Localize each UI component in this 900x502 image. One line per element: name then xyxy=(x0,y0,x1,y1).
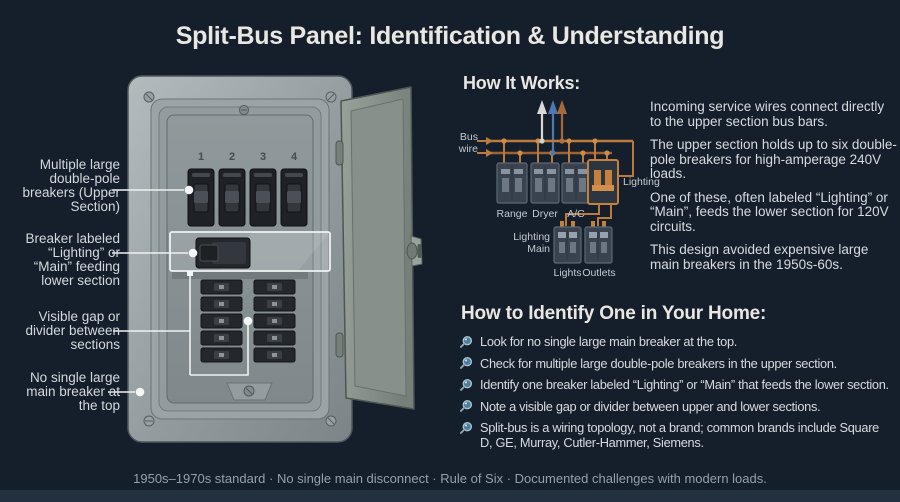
how-it-works-paragraph: The upper section holds up to six double… xyxy=(650,137,897,181)
lighting-main-label: Lighting Main xyxy=(513,231,550,255)
identify-bullet-text: Check for multiple large double-pole bre… xyxy=(480,355,837,371)
diagram-breaker-lighting xyxy=(587,159,619,205)
footer-note: 1950s–1970s standard · No single main di… xyxy=(133,471,767,486)
identify-bullet-list: Look for no single large main breaker at… xyxy=(459,334,899,457)
ac-label: A/C xyxy=(567,208,585,220)
panel-illustration xyxy=(127,75,423,443)
identify-bullet-text: Look for no single large main breaker at… xyxy=(480,334,738,349)
diagram-upper-breakers xyxy=(496,159,619,205)
callout-lines xyxy=(108,185,253,397)
section-divider xyxy=(172,272,308,279)
callout-no-main-label: No single large main breaker at the top xyxy=(26,370,120,413)
how-it-works-paragraph: This design avoided expensive large main… xyxy=(650,242,869,272)
diagram-breaker-range xyxy=(496,162,528,204)
lighting-label: Lighting xyxy=(623,176,660,188)
magnifier-icon xyxy=(459,421,473,434)
diagram-breaker-outlets xyxy=(584,226,613,264)
breaker-number-2: 2 xyxy=(228,151,236,163)
breaker-number-3: 3 xyxy=(259,151,267,163)
lower-breakers xyxy=(200,279,296,363)
diagram-breaker-lights xyxy=(553,226,582,264)
diagram-breaker-dryer xyxy=(530,162,560,204)
feed-wires xyxy=(565,204,612,226)
how-it-works-paragraph: One of these, often labeled “Lighting” o… xyxy=(650,189,889,234)
magnifier-icon xyxy=(459,335,473,348)
callout-lighting-breaker-label: Breaker labeled “Lighting” or “Main” fee… xyxy=(25,231,120,288)
screw-icon xyxy=(243,385,255,397)
page-title: Split-Bus Panel: Identification & Unders… xyxy=(175,22,725,50)
breaker-number-1: 1 xyxy=(197,151,205,163)
identify-bullet-text: Note a visible gap or divider between up… xyxy=(480,398,821,414)
breaker-number-4: 4 xyxy=(290,151,298,163)
footer-band xyxy=(0,490,900,502)
bus-bars xyxy=(477,137,634,177)
magnifier-icon xyxy=(459,378,473,391)
service-wire-arrows xyxy=(537,100,567,154)
upper-breakers xyxy=(187,168,308,227)
screw-icon xyxy=(239,105,249,115)
magnifier-icon xyxy=(459,399,473,412)
identify-bullet: Look for no single large main breaker at… xyxy=(459,334,899,349)
how-it-works-heading: How It Works: xyxy=(463,73,581,93)
panel-door xyxy=(335,86,423,410)
identify-bullet: Note a visible gap or divider between up… xyxy=(459,399,899,414)
bus-wire-label: Bus wire xyxy=(458,131,478,155)
wiring-diagram xyxy=(477,100,634,264)
lower-terminals xyxy=(560,221,606,227)
outlets-label: Outlets xyxy=(582,267,616,279)
identify-bullet-text: Identify one breaker labeled “Lighting” … xyxy=(480,377,889,392)
door-hinge xyxy=(335,140,344,166)
how-it-works-paragraph: Incoming service wires connect directly … xyxy=(650,99,885,129)
identify-bullet: Check for multiple large double-pole bre… xyxy=(459,356,899,371)
callout-upper-breakers-label: Multiple large double-pole breakers (Upp… xyxy=(22,157,120,214)
dryer-label: Dryer xyxy=(532,208,558,220)
screw-icon xyxy=(143,91,337,427)
range-label: Range xyxy=(496,208,528,220)
identify-heading: How to Identify One in Your Home: xyxy=(461,303,767,324)
magnifier-icon xyxy=(459,356,473,369)
identify-bullet: Split-bus is a wiring topology, not a br… xyxy=(459,420,899,450)
diagram-lower-breakers xyxy=(553,226,613,264)
callout-gap-divider-label: Visible gap or divider between sections xyxy=(25,309,120,352)
identify-bullet: Identify one breaker labeled “Lighting” … xyxy=(459,377,899,392)
identify-bullet-text: Split-bus is a wiring topology, not a br… xyxy=(480,420,879,450)
how-it-works-text: Incoming service wires connect directly … xyxy=(650,99,897,281)
lighting-breaker-highlight xyxy=(169,231,331,272)
lights-label: Lights xyxy=(553,267,582,279)
door-hinge xyxy=(335,332,344,358)
diagram-breaker-ac xyxy=(561,162,591,204)
